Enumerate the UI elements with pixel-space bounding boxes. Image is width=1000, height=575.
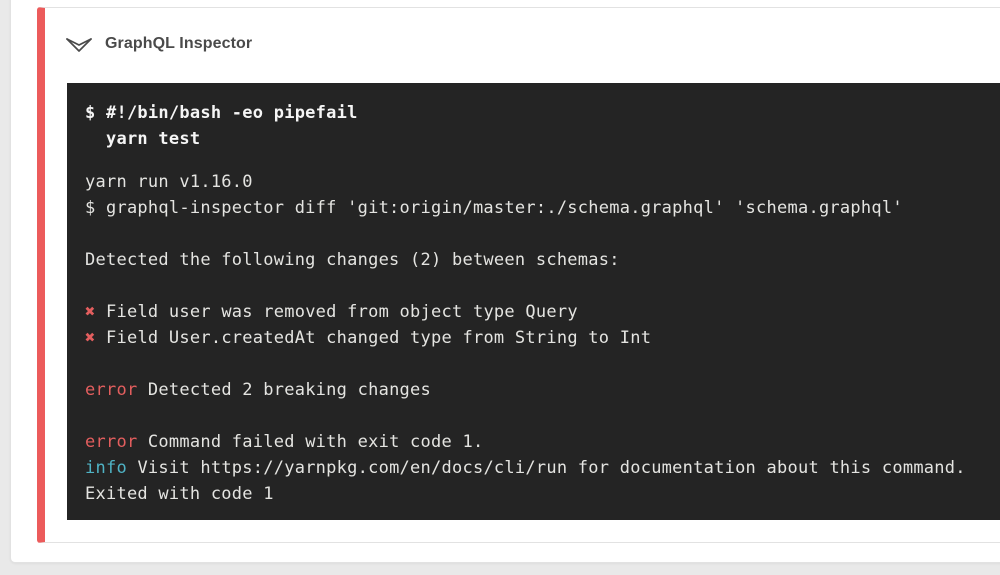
terminal-command: $ #!/bin/bash -eo pipefail yarn test xyxy=(85,103,358,149)
step-title: GraphQL Inspector xyxy=(105,35,253,52)
double-chevron-down-icon[interactable] xyxy=(63,30,95,58)
terminal-output: $ #!/bin/bash -eo pipefail yarn test yar… xyxy=(67,83,1000,520)
step-header[interactable]: GraphQL Inspector xyxy=(45,8,1000,66)
terminal-log: yarn run v1.16.0 $ graphql-inspector dif… xyxy=(85,172,966,504)
build-output-panel: GraphQL Inspector $ #!/bin/bash -eo pipe… xyxy=(10,0,1000,563)
step-card-graphql-inspector: GraphQL Inspector $ #!/bin/bash -eo pipe… xyxy=(37,7,1000,543)
